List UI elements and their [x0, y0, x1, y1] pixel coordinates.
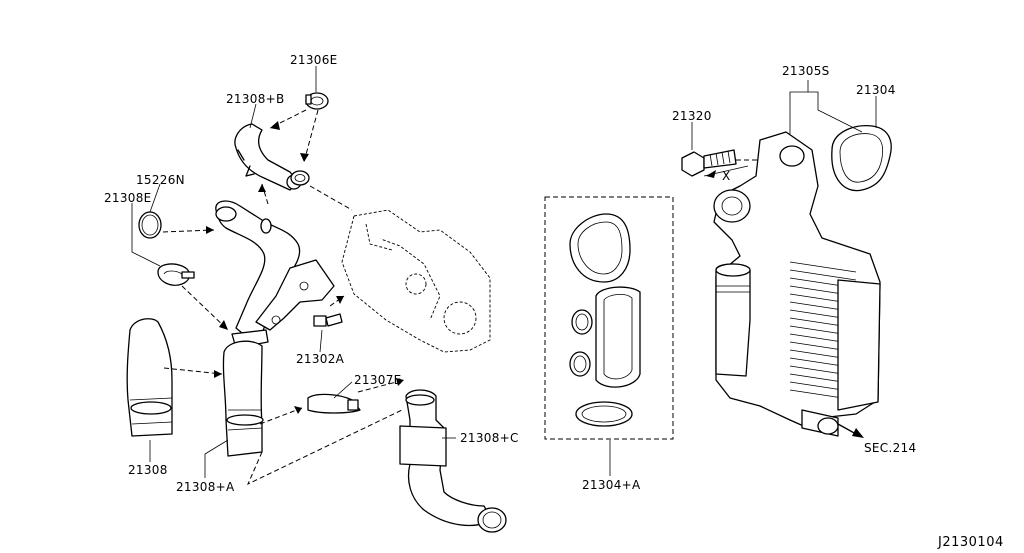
oil-cooler-housing-21305s [713, 131, 881, 437]
label-21304: 21304 [856, 83, 896, 97]
label-21320: 21320 [672, 109, 712, 123]
clamp-21306e [305, 92, 329, 110]
label-21307e: 21307E [354, 373, 402, 387]
clamp-21306e-installed [290, 170, 310, 186]
label-arrow-x: X [722, 169, 731, 183]
pipe-21308-c [399, 389, 507, 533]
gasket-21304 [831, 125, 892, 192]
bolt-21302a [313, 313, 343, 327]
hose-21308 [126, 318, 173, 437]
bolt-21320 [681, 149, 737, 177]
label-21308-c: 21308+C [460, 431, 519, 445]
diagram-code: J2130104 [937, 535, 1004, 550]
engine-block-ghost [341, 209, 491, 353]
label-21306e: 21306E [290, 53, 338, 67]
label-sec-214: SEC.214 [864, 441, 916, 455]
label-21304-a: 21304+A [582, 478, 641, 492]
gasket-set-21304-a [569, 213, 641, 427]
label-21308-a: 21308+A [176, 480, 235, 494]
label-21308: 21308 [128, 463, 168, 477]
label-21305s: 21305S [782, 64, 830, 78]
label-21302a: 21302A [296, 352, 345, 366]
clamp-21308e [157, 263, 195, 286]
label-15226n: 15226N [136, 173, 185, 187]
clamp-21307e [307, 393, 361, 414]
label-21308e: 21308E [104, 191, 152, 205]
label-21308-b: 21308+B [226, 92, 285, 106]
hose-21308-a [222, 340, 264, 457]
kit-box-21304-a [544, 196, 674, 440]
